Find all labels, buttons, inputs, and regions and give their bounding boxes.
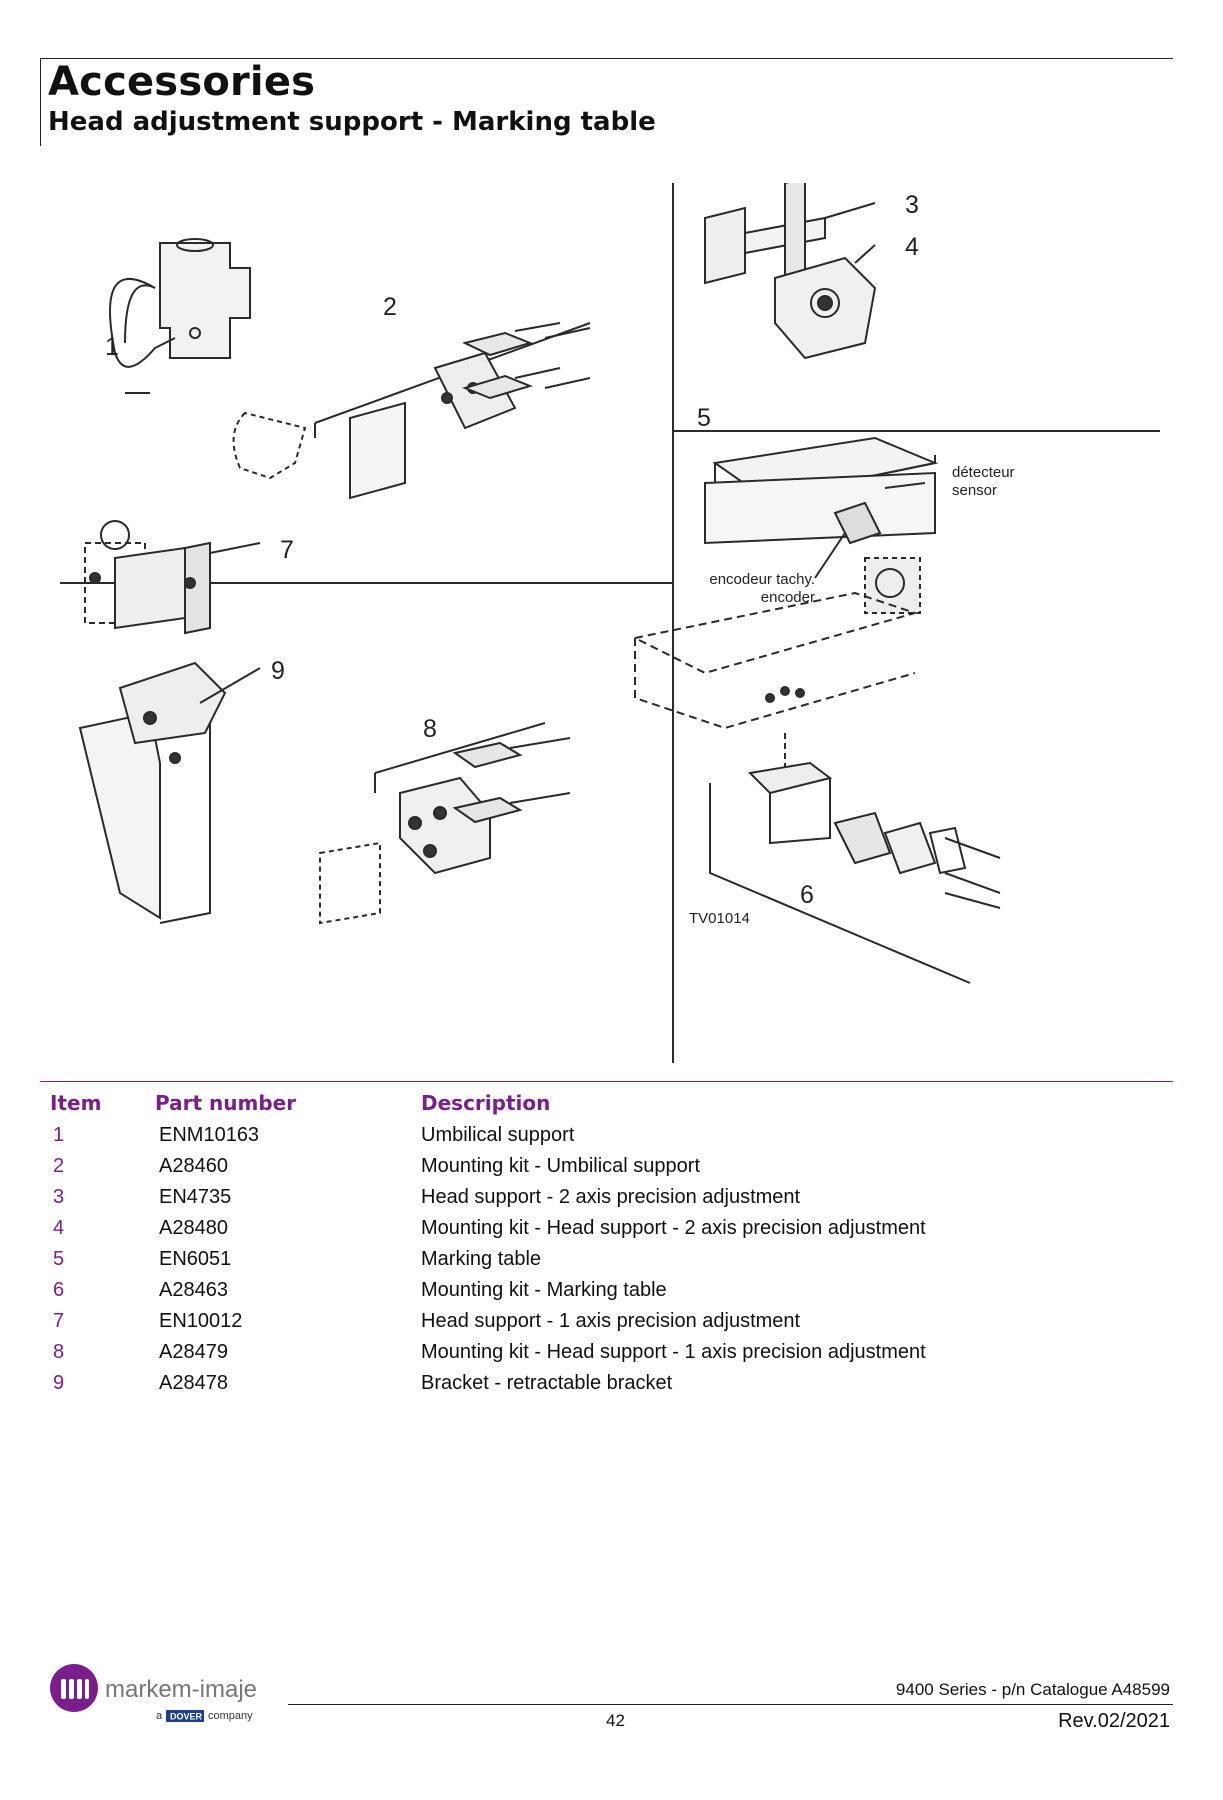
part-number: EN6051 — [159, 1248, 232, 1270]
head-support-2-axis-drawing — [704, 183, 877, 360]
part-description: Bracket - retractable bracket — [421, 1372, 673, 1394]
marking-table-mounting-kit-drawing — [631, 591, 1001, 984]
callout-4: 4 — [905, 233, 919, 261]
umbilical-mounting-kit-drawing — [232, 322, 591, 500]
part-number: A28460 — [159, 1155, 228, 1177]
part-description: Umbilical support — [421, 1124, 575, 1146]
table-row: 9 A28478 Bracket - retractable bracket — [0, 1368, 1223, 1399]
item-number: 3 — [53, 1186, 65, 1208]
item-number: 5 — [53, 1248, 65, 1270]
retractable-bracket-drawing — [78, 661, 261, 924]
part-description: Head support - 2 axis precision adjustme… — [421, 1186, 801, 1208]
part-description: Mounting kit - Umbilical support — [421, 1155, 700, 1177]
table-top-rule — [40, 1081, 1173, 1082]
page-subtitle: Head adjustment support - Marking table — [48, 107, 656, 137]
callout-9: 9 — [271, 657, 285, 685]
item-number: 4 — [53, 1217, 65, 1239]
part-number: EN4735 — [159, 1186, 232, 1208]
table-row: 4 A28480 Mounting kit - Head support - 2 a… — [0, 1213, 1223, 1244]
part-number: A28480 — [159, 1217, 228, 1239]
column-header-description: Description — [421, 1091, 551, 1115]
item-number: 6 — [53, 1279, 65, 1301]
table-row: 1 ENM10163 Umbilical support — [0, 1120, 1223, 1151]
parts-illustration: 1 2 3 4 5 6 7 8 9 détecteur sensor encod… — [60, 183, 1160, 1063]
logo-dover-text: DOVER — [170, 1712, 203, 1722]
footer-rule — [288, 1704, 1173, 1705]
encoder-label-fr: encodeur tachy. — [709, 571, 815, 588]
callout-6: 6 — [800, 881, 814, 909]
sensor-label-en: sensor — [952, 482, 997, 499]
footer-series: 9400 Series - p/n Catalogue A48599 — [895, 1680, 1170, 1699]
markem-imaje-logo: markem-imaje a DOVER company — [50, 1664, 257, 1722]
callout-2: 2 — [383, 293, 397, 321]
part-description: Head support - 1 axis precision adjustme… — [421, 1310, 801, 1332]
column-header-item: Item — [50, 1091, 102, 1115]
umbilical-support-drawing — [109, 238, 251, 394]
table-row: 6 A28463 Mounting kit - Marking table — [0, 1275, 1223, 1306]
part-description: Mounting kit - Head support - 1 axis pre… — [421, 1341, 926, 1363]
header-left-rule — [40, 58, 41, 146]
table-row: 2 A28460 Mounting kit - Umbilical support — [0, 1151, 1223, 1182]
logo-tagline-company: company — [208, 1710, 253, 1722]
part-number: A28479 — [159, 1341, 228, 1363]
part-number: A28478 — [159, 1372, 228, 1394]
part-description: Marking table — [421, 1248, 542, 1270]
callout-1: 1 — [105, 333, 119, 361]
header-top-rule — [40, 58, 1173, 59]
sensor-label-fr: détecteur — [952, 464, 1015, 481]
callout-7: 7 — [280, 536, 294, 564]
footer-revision: Rev.02/2021 — [1058, 1710, 1170, 1732]
table-row: 7 EN10012 Head support - 1 axis precision … — [0, 1306, 1223, 1337]
part-description: Mounting kit - Head support - 2 axis pre… — [421, 1217, 926, 1239]
logo-brand-text: markem-imaje — [105, 1676, 257, 1703]
item-number: 2 — [53, 1155, 65, 1177]
part-number: ENM10163 — [159, 1124, 260, 1146]
item-number: 9 — [53, 1372, 65, 1394]
column-header-part-number: Part number — [155, 1091, 297, 1115]
item-number: 8 — [53, 1341, 65, 1363]
part-number: A28463 — [159, 1279, 228, 1301]
encoder-label-en: encoder — [761, 589, 815, 606]
callout-8: 8 — [423, 715, 437, 743]
item-number: 1 — [53, 1124, 65, 1146]
table-row: 3 EN4735 Head support - 2 axis precision a… — [0, 1182, 1223, 1213]
callout-5: 5 — [697, 404, 711, 432]
item-number: 7 — [53, 1310, 65, 1332]
logo-tagline-a: a — [156, 1710, 163, 1722]
table-row: 8 A28479 Mounting kit - Head support - 1 a… — [0, 1337, 1223, 1368]
marking-table-drawing — [704, 436, 939, 614]
head-support-1-axis-drawing — [84, 520, 261, 635]
part-number: EN10012 — [159, 1310, 243, 1332]
figure-code: TV01014 — [689, 910, 750, 927]
page-title: Accessories — [48, 59, 316, 105]
callout-3: 3 — [905, 191, 919, 219]
head-support-1-axis-mounting-kit-drawing — [319, 722, 571, 925]
part-description: Mounting kit - Marking table — [421, 1279, 667, 1301]
page-number: 42 — [606, 1711, 625, 1730]
table-row: 5 EN6051 Marking table — [0, 1244, 1223, 1275]
